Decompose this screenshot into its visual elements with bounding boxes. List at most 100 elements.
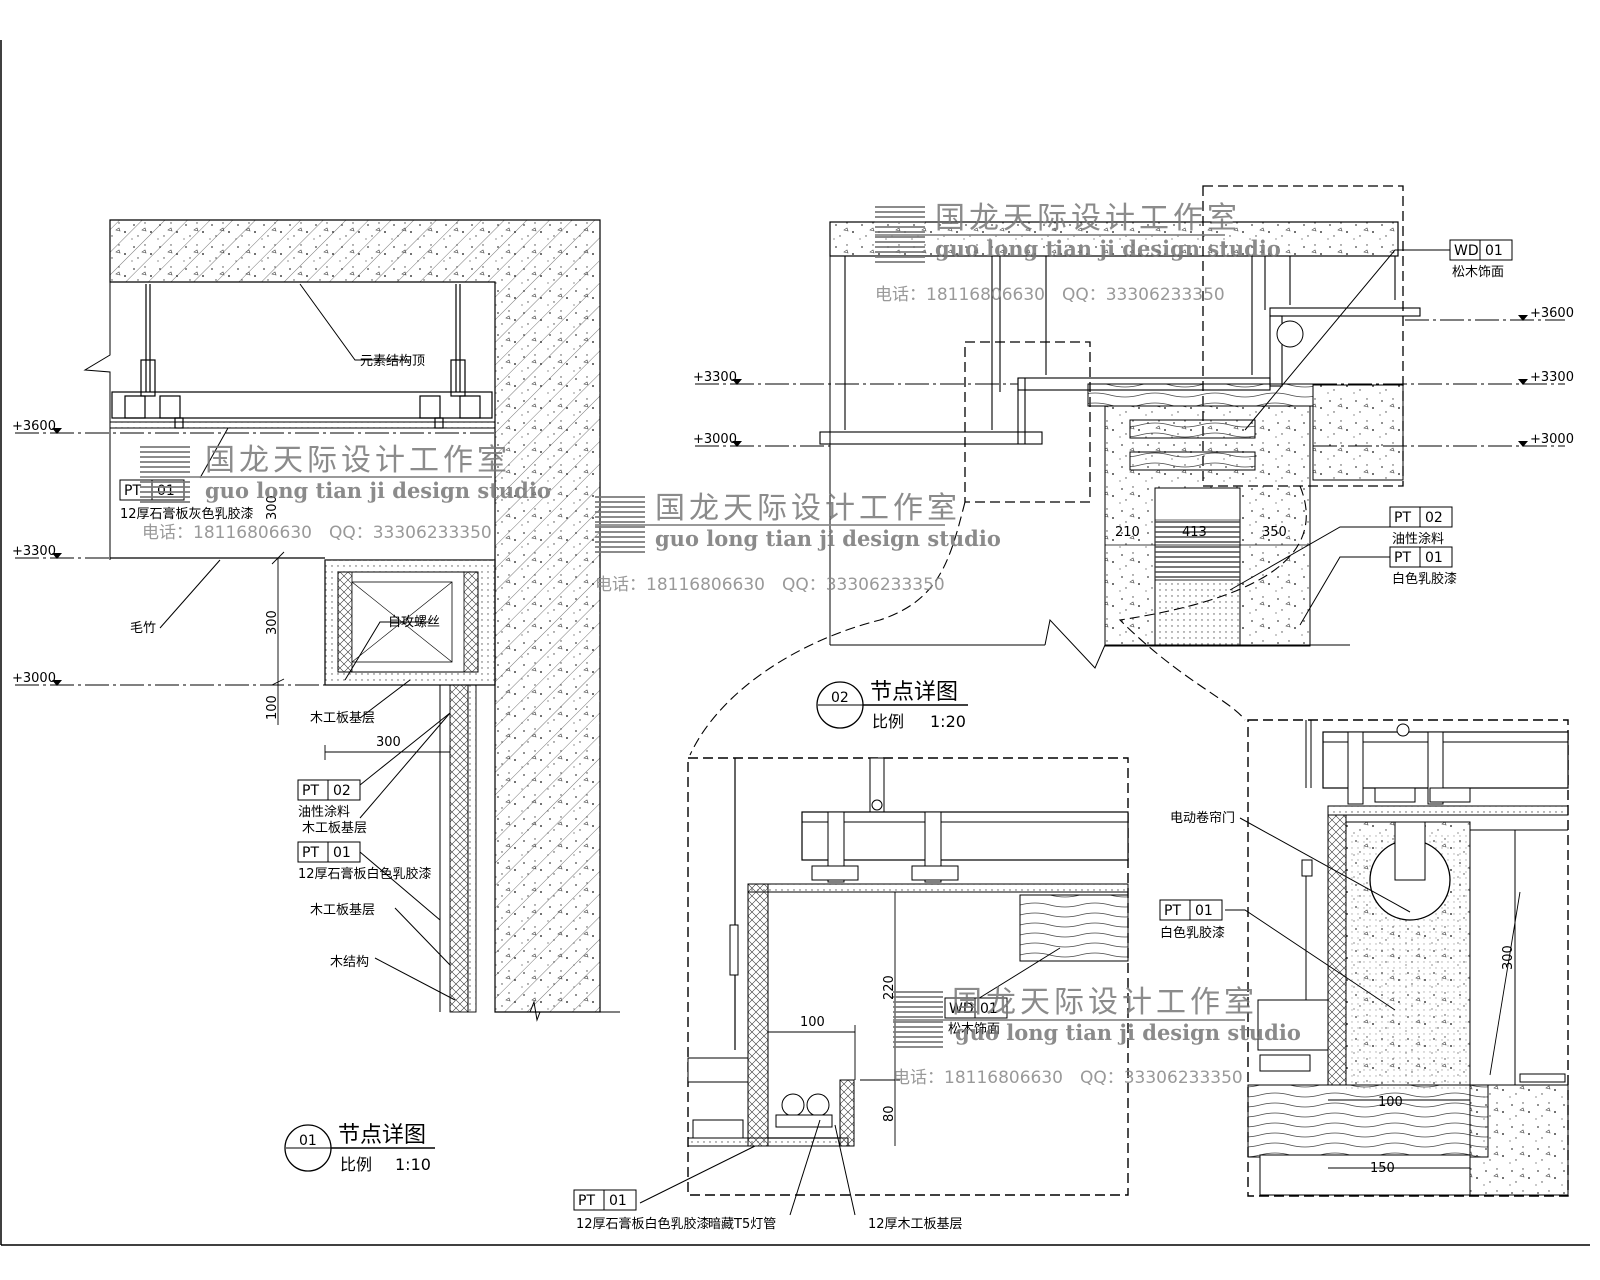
ea-tag-wd01: WD 01 <box>944 997 1008 1019</box>
svg-text:01: 01 <box>333 845 351 861</box>
svg-text:01: 01 <box>609 1193 627 1209</box>
label-plywood-base-2: 木工板基层 <box>302 821 367 836</box>
eb-dim-300: 300 <box>1501 945 1516 970</box>
level-markers-detail-02: +3300 +3000 +3600 +3300 +3000 <box>693 306 1574 447</box>
watermark-1: 国龙天际设计工作室 guo long tian ji design studio… <box>140 443 551 543</box>
svg-text:guo long tian ji design studio: guo long tian ji design studio <box>655 526 1001 551</box>
label-structure-top: 元素结构顶 <box>360 354 425 369</box>
d2-level-3300-left: +3300 <box>693 370 737 385</box>
svg-text:01: 01 <box>980 1001 998 1017</box>
dim-300-horizontal: 300 <box>376 735 401 750</box>
leaders-detail-02 <box>1229 249 1450 626</box>
svg-text:02: 02 <box>1425 510 1443 526</box>
svg-text:WD: WD <box>1454 243 1479 259</box>
d2-tag-pt01: PT 01 <box>1389 546 1453 568</box>
detail-01: +3600 +3300 +3000 300 300 100 300 <box>12 219 620 1174</box>
label-self-tapping-screw: 自攻螺丝 <box>388 615 440 630</box>
dim-350: 350 <box>1262 525 1287 540</box>
svg-text:WD: WD <box>949 1001 974 1017</box>
ceiling-hangers <box>111 284 493 429</box>
detail-02-title-block: 02 节点详图 比例 1:20 <box>816 680 968 731</box>
svg-text:guo long tian ji design studio: guo long tian ji design studio <box>955 1020 1301 1045</box>
enlarge-box-a <box>964 341 1091 503</box>
svg-text:电话：18116806630 QQ：33306233350: 电话：18116806630 QQ：33306233350 <box>595 575 945 595</box>
watermark-3: 国龙天际设计工作室 guo long tian ji design studio… <box>875 201 1281 305</box>
d2-level-3000-right: +3000 <box>1530 432 1574 447</box>
svg-text:PT: PT <box>578 1193 595 1209</box>
svg-text:国龙天际设计工作室: 国龙天际设计工作室 <box>952 985 1258 1020</box>
leaders-detail-01 <box>159 283 456 1001</box>
dimensions-detail-01 <box>271 551 451 760</box>
d2-label-white-latex: 白色乳胶漆 <box>1392 571 1457 587</box>
d2-tag-pt02: PT 02 <box>1389 506 1453 528</box>
label-oil-paint: 油性涂料 <box>298 804 350 820</box>
level-markers-detail-01: +3600 +3300 +3000 <box>12 419 62 686</box>
d2-level-3600-right: +3600 <box>1530 306 1574 321</box>
svg-text:电话：18116806630 QQ：33306233350: 电话：18116806630 QQ：33306233350 <box>875 285 1225 305</box>
ea-dim-80: 80 <box>882 1105 897 1122</box>
svg-text:PT: PT <box>302 845 319 861</box>
eb-label-roller-door: 电动卷帘门 <box>1170 810 1235 826</box>
ea-label-t5-lamp: 暗藏T5灯管 <box>708 1217 776 1232</box>
label-gypsum-grey-latex: 12厚石膏板灰色乳胶漆 <box>120 506 254 522</box>
enlarge-detail-b: 300 100 150 电动卷帘门 PT 01 白色乳胶漆 <box>1159 719 1569 1197</box>
svg-text:01: 01 <box>1485 243 1503 259</box>
svg-text:国龙天际设计工作室: 国龙天际设计工作室 <box>935 201 1241 236</box>
label-plywood-base-1: 木工板基层 <box>310 711 375 726</box>
ea-label-gypsum-white: 12厚石膏板白色乳胶漆 <box>576 1216 710 1232</box>
svg-text:国龙天际设计工作室: 国龙天际设计工作室 <box>205 443 511 478</box>
svg-text:guo long tian ji design studio: guo long tian ji design studio <box>205 478 551 503</box>
tag-pt02: PT 02 <box>297 779 361 801</box>
svg-text:电话：18116806630 QQ：33306233350: 电话：18116806630 QQ：33306233350 <box>142 523 492 543</box>
dim-100-vertical: 100 <box>265 695 280 720</box>
ea-dim-100: 100 <box>800 1015 825 1030</box>
dim-413: 413 <box>1182 525 1207 540</box>
svg-text:01: 01 <box>1425 550 1443 566</box>
eb-dim-150: 150 <box>1370 1161 1395 1176</box>
dim-210: 210 <box>1115 525 1140 540</box>
svg-text:guo long tian ji design studio: guo long tian ji design studio <box>935 236 1281 261</box>
svg-text:01: 01 <box>1195 903 1213 919</box>
svg-text:PT: PT <box>302 783 319 799</box>
dim-300-vertical: 300 <box>265 610 280 635</box>
level-lines-detail-01 <box>15 432 495 686</box>
detail-01-scale-label: 比例 <box>340 1155 372 1174</box>
detail-01-number: 01 <box>299 1133 317 1149</box>
detail-01-title: 节点详图 <box>338 1123 426 1148</box>
eb-label-white-latex: 白色乳胶漆 <box>1160 925 1225 941</box>
label-plywood-base-3: 木工板基层 <box>310 903 375 918</box>
svg-text:PT: PT <box>1164 903 1181 919</box>
ea-label-plywood-12: 12厚木工板基层 <box>868 1217 963 1232</box>
svg-text:PT: PT <box>124 483 141 499</box>
d2-level-3000-left: +3000 <box>693 432 737 447</box>
eb-dim-100: 100 <box>1378 1095 1403 1110</box>
svg-text:PT: PT <box>1394 510 1411 526</box>
level-3600-label: +3600 <box>12 419 56 434</box>
ea-label-pine-veneer: 松木饰面 <box>948 1022 1000 1037</box>
d2-label-oil-paint: 油性涂料 <box>1392 531 1444 547</box>
watermark-2: 国龙天际设计工作室 guo long tian ji design studio… <box>595 491 1001 595</box>
detail-02-title: 节点详图 <box>870 680 958 705</box>
label-wood-structure: 木结构 <box>330 955 369 970</box>
eb-tag-pt01: PT 01 <box>1159 899 1223 921</box>
label-bamboo: 毛竹 <box>130 621 156 636</box>
level-3300-label: +3300 <box>12 544 56 559</box>
svg-text:电话：18116806630 QQ：33306233350: 电话：18116806630 QQ：33306233350 <box>893 1068 1243 1088</box>
ea-tag-pt01: PT 01 <box>573 1189 637 1211</box>
detail-02-scale-label: 比例 <box>872 712 904 731</box>
d2-level-3300-right: +3300 <box>1530 370 1574 385</box>
svg-text:02: 02 <box>333 783 351 799</box>
enlarge-connector-a <box>689 501 966 756</box>
wood-structure-panel <box>449 684 469 1013</box>
svg-text:PT: PT <box>1394 550 1411 566</box>
enlarge-connector-b <box>1118 485 1307 721</box>
detail-01-title-block: 01 节点详图 比例 1:10 <box>284 1123 435 1174</box>
detail-02-number: 02 <box>831 690 849 706</box>
dim-300-vertical-upper: 300 <box>265 495 280 520</box>
label-gypsum-white-latex: 12厚石膏板白色乳胶漆 <box>298 866 432 882</box>
d2-label-pine-veneer: 松木饰面 <box>1452 265 1504 280</box>
tag-pt01-white: PT 01 <box>297 841 361 863</box>
svg-text:国龙天际设计工作室: 国龙天际设计工作室 <box>655 491 961 526</box>
